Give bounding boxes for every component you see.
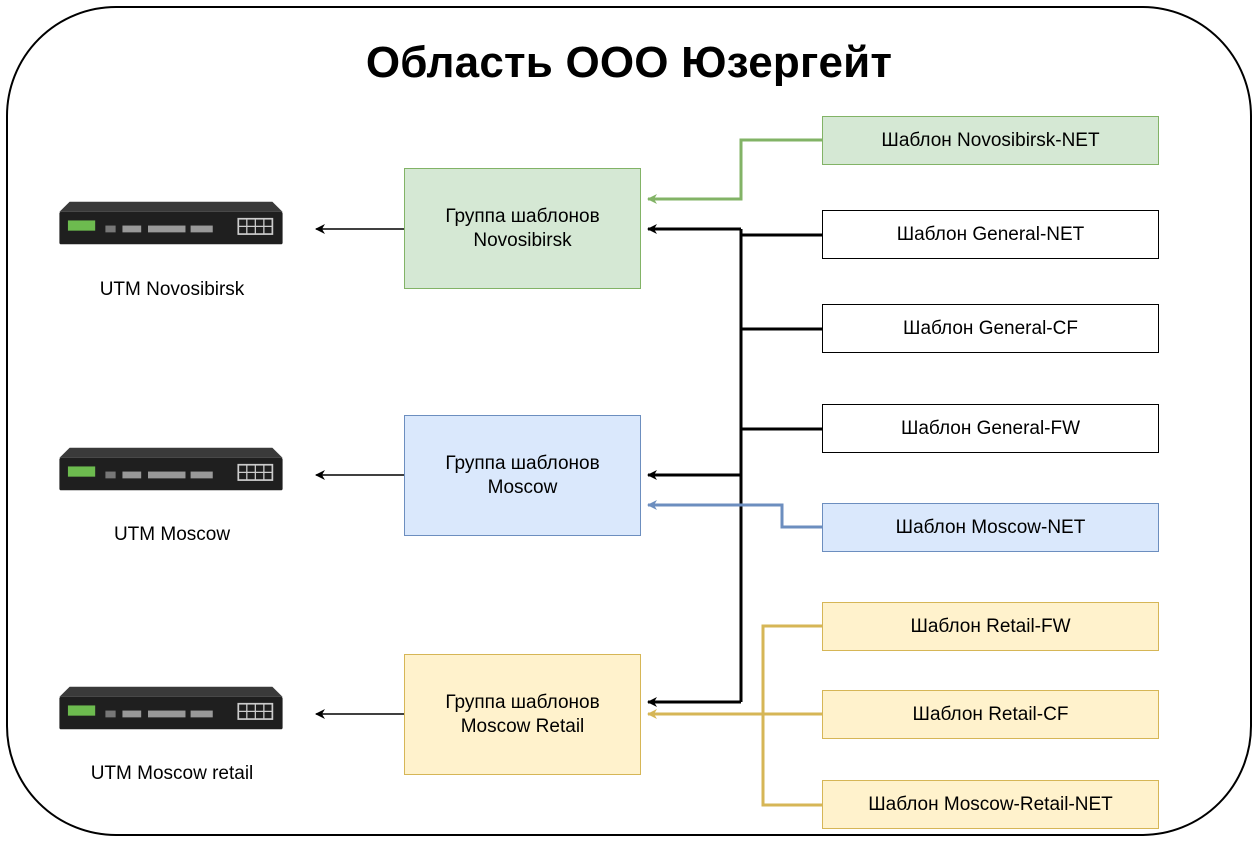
template-retail-fw[interactable]: Шаблон Retail-FW (822, 602, 1159, 651)
template-moscow-net[interactable]: Шаблон Moscow-NET (822, 503, 1159, 552)
group-moscow-retail-line1: Группа шаблонов (445, 691, 600, 713)
template-moscow-retail-net[interactable]: Шаблон Moscow-Retail-NET (822, 780, 1159, 829)
device-label-utm-novosibirsk: UTM Novosibirsk (99, 279, 245, 300)
template-general-net[interactable]: Шаблон General-NET (822, 210, 1159, 259)
group-moscow-line2: Moscow (487, 476, 558, 498)
template-general-cf[interactable]: Шаблон General-CF (822, 304, 1159, 353)
group-novosibirsk-line1: Группа шаблонов (445, 205, 600, 227)
utm-appliance-icon (59, 201, 283, 245)
group-novosibirsk[interactable]: Группа шаблонов Novosibirsk (404, 168, 641, 289)
arrow-moscow-net (647, 500, 822, 529)
template-general-fw[interactable]: Шаблон General-FW (822, 404, 1159, 453)
group-moscow[interactable]: Группа шаблонов Moscow (404, 415, 641, 536)
template-novosibirsk-net[interactable]: Шаблон Novosibirsk-NET (822, 116, 1159, 165)
group-moscow-retail-line2: Moscow Retail (460, 715, 585, 737)
device-label-utm-moscow: UTM Moscow (113, 524, 231, 545)
group-moscow-line1: Группа шаблонов (445, 452, 600, 474)
region-frame (6, 6, 1252, 836)
group-novosibirsk-line2: Novosibirsk (473, 229, 572, 251)
template-retail-cf[interactable]: Шаблон Retail-CF (822, 690, 1159, 739)
arrow-novosibirsk-net (647, 138, 822, 204)
group-moscow-retail[interactable]: Группа шаблонов Moscow Retail (404, 654, 641, 775)
device-label-utm-moscow-retail: UTM Moscow retail (90, 763, 254, 784)
utm-appliance-icon (59, 686, 283, 730)
diagram-title: Область ООО Юзергейт (365, 38, 893, 87)
utm-appliance-icon (59, 447, 283, 491)
